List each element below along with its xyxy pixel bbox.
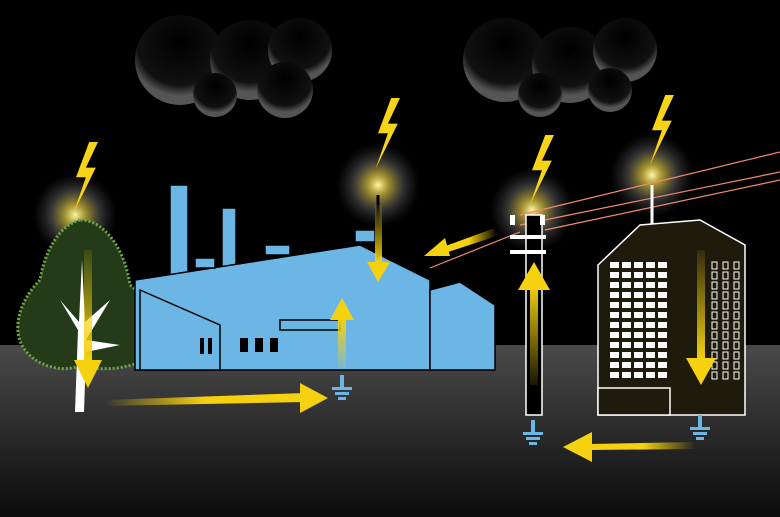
building-window [646, 372, 655, 378]
building-window [646, 312, 655, 318]
building-window [610, 322, 619, 328]
building-window [733, 271, 740, 280]
building-window [646, 362, 655, 368]
building-window [622, 372, 631, 378]
building-window [658, 322, 667, 328]
building-window [722, 361, 729, 370]
building-window [622, 282, 631, 288]
building-window [610, 262, 619, 268]
building-window [622, 292, 631, 298]
building-window [634, 342, 643, 348]
building-window [711, 271, 718, 280]
building-window [722, 301, 729, 310]
building-window [733, 371, 740, 380]
building-window [646, 332, 655, 338]
building-window [622, 332, 631, 338]
building-window [711, 301, 718, 310]
building-window [733, 291, 740, 300]
building-window [610, 302, 619, 308]
building-window [658, 332, 667, 338]
building-window [733, 351, 740, 360]
building-window [722, 271, 729, 280]
building-window [722, 291, 729, 300]
building-window [722, 341, 729, 350]
building-window [646, 322, 655, 328]
building-window [610, 352, 619, 358]
building-window [610, 342, 619, 348]
building-window [622, 302, 631, 308]
building-window [646, 352, 655, 358]
building-window [622, 362, 631, 368]
building-window [722, 261, 729, 270]
building-window [711, 261, 718, 270]
building-window [646, 292, 655, 298]
building-window [634, 312, 643, 318]
building-window [711, 311, 718, 320]
building-window [634, 352, 643, 358]
building-window [646, 282, 655, 288]
storm-clouds [135, 15, 657, 118]
building-window [610, 272, 619, 278]
building-window [634, 282, 643, 288]
building-window [658, 372, 667, 378]
building-window [622, 312, 631, 318]
building-window [610, 332, 619, 338]
building-window [733, 331, 740, 340]
building-window [733, 361, 740, 370]
building-window [711, 321, 718, 330]
building-window [711, 341, 718, 350]
building-window [658, 282, 667, 288]
building-window [634, 372, 643, 378]
building-window [658, 342, 667, 348]
building-window [634, 362, 643, 368]
building-window [733, 311, 740, 320]
factory [134, 184, 496, 371]
building-window [711, 371, 718, 380]
building-window [634, 332, 643, 338]
building-window [622, 322, 631, 328]
building-window [722, 351, 729, 360]
building-window [711, 361, 718, 370]
building-window [610, 362, 619, 368]
building-window [646, 302, 655, 308]
building-window [733, 261, 740, 270]
building-window [634, 272, 643, 278]
building-window [622, 262, 631, 268]
building-window [658, 352, 667, 358]
building-window [658, 272, 667, 278]
building-window [634, 302, 643, 308]
building-window [658, 302, 667, 308]
building-window [634, 322, 643, 328]
building-window [658, 312, 667, 318]
building-window [711, 331, 718, 340]
building-window [622, 272, 631, 278]
building-window [622, 342, 631, 348]
building-window [658, 262, 667, 268]
building-window [711, 281, 718, 290]
power-lines [429, 151, 780, 269]
building-window [610, 292, 619, 298]
building-window [610, 282, 619, 288]
building-window [722, 371, 729, 380]
building-window [610, 372, 619, 378]
building-window [711, 291, 718, 300]
building-window [722, 281, 729, 290]
building-window [622, 352, 631, 358]
building-window [733, 321, 740, 330]
building-window [646, 272, 655, 278]
building-window [610, 312, 619, 318]
building-window [722, 311, 729, 320]
building-window [733, 341, 740, 350]
building-window [646, 342, 655, 348]
building-window [733, 281, 740, 290]
building-window [646, 262, 655, 268]
current-arrow-icon [74, 205, 716, 462]
building-window [658, 362, 667, 368]
building-window [733, 301, 740, 310]
building-window [722, 331, 729, 340]
building-window [634, 292, 643, 298]
building-window [658, 292, 667, 298]
building-window [634, 262, 643, 268]
building-window [722, 321, 729, 330]
